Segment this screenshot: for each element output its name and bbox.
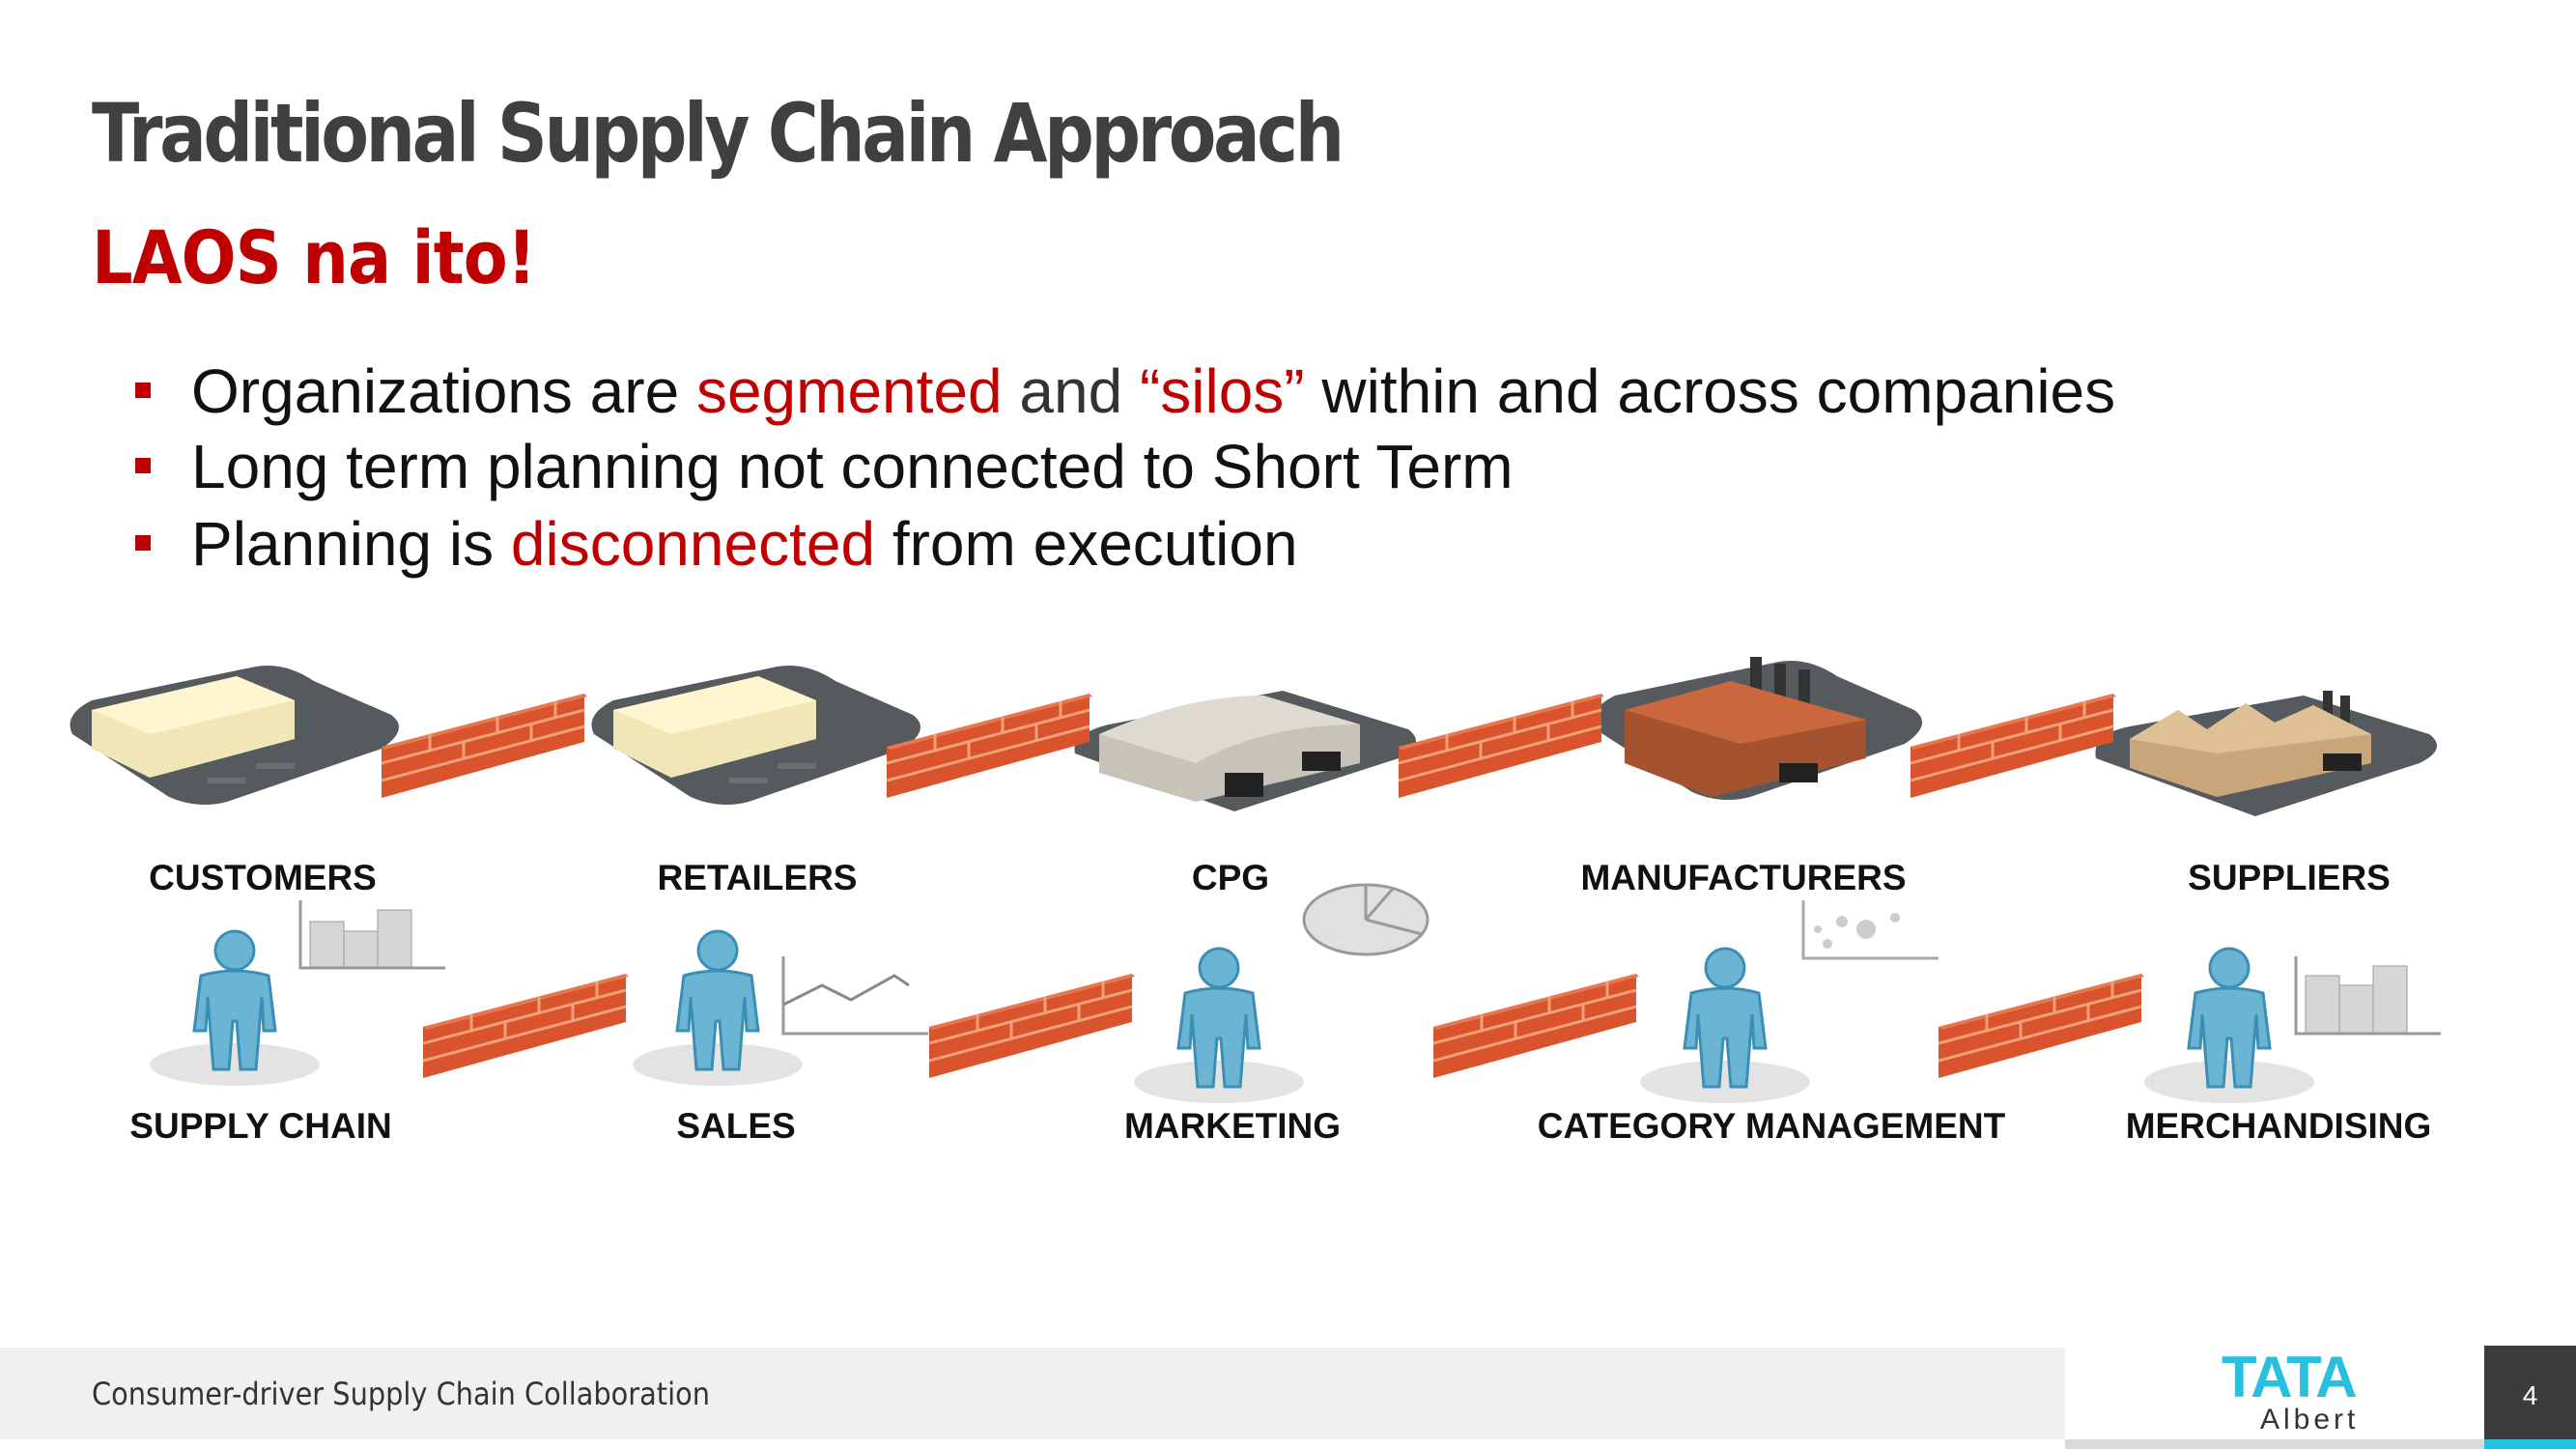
highlight: “silos”: [1139, 356, 1305, 426]
text: and: [1002, 356, 1140, 426]
store-building-icon: [584, 657, 932, 816]
person-icon: [2142, 947, 2316, 1111]
department-label: CATEGORY MANAGEMENT: [1537, 1106, 2006, 1146]
entity-label: RETAILERS: [657, 858, 858, 897]
bullet-square-icon: [135, 458, 151, 474]
brick-wall-icon: [886, 694, 1094, 805]
department-label: SUPPLY CHAIN: [129, 1106, 392, 1146]
factory-building-icon: [1586, 652, 1934, 821]
logo-albert: Albert: [2260, 1404, 2360, 1435]
bar-chart-icon: [296, 900, 450, 978]
text: Long term planning not connected to Shor…: [191, 432, 1514, 501]
slide-subtitle: LAOS na ito!: [92, 214, 536, 300]
brick-wall-icon: [1938, 974, 2146, 1085]
person-icon: [148, 929, 322, 1094]
department-label: MERCHANDISING: [2125, 1106, 2432, 1146]
bar-chart-icon: [2291, 956, 2446, 1043]
bullet-item: Long term planning not connected to Shor…: [135, 431, 1514, 502]
divider: [2484, 1439, 2576, 1449]
brick-wall-icon: [422, 974, 631, 1085]
person-icon: [631, 929, 805, 1094]
page-number-box: [2484, 1346, 2576, 1439]
page-number: 4: [2522, 1380, 2538, 1410]
highlight: segmented: [695, 356, 1003, 426]
entity-label: CPG: [1191, 858, 1270, 897]
entity-label: CUSTOMERS: [149, 858, 377, 897]
entity-label: MANUFACTURERS: [1580, 858, 1907, 897]
bullet-square-icon: [135, 383, 151, 399]
brick-wall-icon: [1910, 694, 2118, 805]
bullet-item: Planning is disconnected from execution: [135, 508, 1298, 580]
brick-wall-icon: [1398, 694, 1606, 805]
bullet-item: Organizations are segmented and “silos” …: [135, 355, 2115, 427]
department-label: MARKETING: [1123, 1106, 1342, 1146]
footer-text: Consumer-driver Supply Chain Collaborati…: [92, 1376, 710, 1412]
divider: [2065, 1439, 2484, 1449]
brick-wall-icon: [1432, 974, 1641, 1085]
line-chart-icon: [778, 956, 933, 1043]
brick-wall-icon: [928, 974, 1137, 1085]
person-icon: [1132, 947, 1306, 1111]
department-label: SALES: [676, 1106, 796, 1146]
text: Planning is: [191, 509, 511, 579]
store-building-icon: [63, 657, 410, 816]
brick-wall-icon: [381, 694, 589, 805]
text: within and across companies: [1304, 356, 2116, 426]
warehouse-building-icon: [1070, 676, 1418, 826]
text: from execution: [875, 509, 1298, 579]
supplier-factory-icon: [2091, 676, 2439, 836]
pie-chart-icon: [1301, 881, 1431, 963]
entity-label: SUPPLIERS: [2188, 858, 2391, 897]
logo-tata: TATA: [2222, 1345, 2358, 1409]
person-icon: [1638, 947, 1812, 1111]
logo-area: [2065, 1348, 2484, 1439]
slide-title: Traditional Supply Chain Approach: [92, 86, 1345, 181]
scatter-chart-icon: [1798, 900, 1943, 968]
highlight: disconnected: [510, 509, 876, 579]
text: Organizations are: [191, 356, 696, 426]
footer-band: [0, 1348, 2065, 1439]
bullet-square-icon: [135, 535, 151, 552]
